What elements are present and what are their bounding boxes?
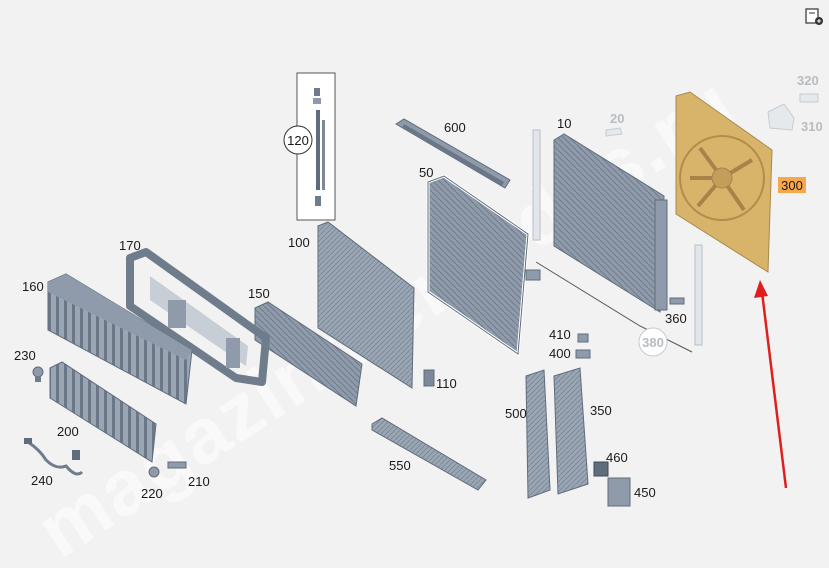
label-600: 600	[444, 120, 466, 135]
label-200: 200	[57, 424, 79, 439]
label-230: 230	[14, 348, 36, 363]
part-20-mount[interactable]	[605, 127, 623, 137]
label-360: 360	[665, 311, 687, 326]
part-460-actuator[interactable]	[593, 461, 609, 477]
label-310: 310	[801, 119, 823, 134]
part-310-bracket[interactable]	[767, 103, 795, 131]
callout-380[interactable]: 380	[638, 327, 668, 357]
label-100: 100	[288, 235, 310, 250]
label-320: 320	[797, 73, 819, 88]
label-550: 550	[389, 458, 411, 473]
part-300-fan-shroud[interactable]	[675, 91, 773, 273]
svg-text:300: 300	[781, 178, 803, 193]
label-170: 170	[119, 238, 141, 253]
part-tube-left	[532, 129, 541, 241]
part-50-condenser[interactable]	[426, 174, 541, 357]
label-500: 500	[505, 406, 527, 421]
label-150: 150	[248, 286, 270, 301]
svg-text:380: 380	[642, 335, 664, 350]
part-600-upper-bracket[interactable]	[395, 118, 511, 189]
part-500-air-duct-left[interactable]	[525, 369, 551, 499]
leader-380	[535, 261, 693, 353]
part-10-main-radiator[interactable]	[553, 133, 668, 313]
part-160-front-carrier[interactable]	[47, 273, 193, 405]
label-160: 160	[22, 279, 44, 294]
part-410-cap[interactable]	[577, 333, 589, 343]
part-550-lower-cover[interactable]	[371, 417, 487, 491]
part-360-bolt[interactable]	[669, 297, 685, 305]
part-210-bracket[interactable]	[167, 461, 187, 469]
label-220: 220	[141, 486, 163, 501]
callout-120[interactable]: 120	[283, 125, 313, 155]
part-200-air-shutter[interactable]	[49, 361, 157, 463]
part-320-clip[interactable]	[799, 93, 819, 103]
part-240-wiring-harness[interactable]	[24, 438, 84, 476]
part-tube-right	[694, 244, 703, 346]
label-450: 450	[634, 485, 656, 500]
callout-300[interactable]: 300	[778, 177, 806, 193]
part-220-bolt[interactable]	[148, 466, 160, 478]
part-450-sensor[interactable]	[607, 477, 631, 507]
part-350-air-duct-right[interactable]	[553, 367, 589, 495]
label-210: 210	[188, 474, 210, 489]
label-400: 400	[549, 346, 571, 361]
pointer-arrow	[754, 280, 788, 489]
document-export-icon[interactable]	[805, 8, 823, 25]
label-10: 10	[557, 116, 571, 131]
label-410: 410	[549, 327, 571, 342]
part-100-radiator[interactable]	[317, 221, 415, 389]
label-460: 460	[606, 450, 628, 465]
label-110: 110	[436, 376, 457, 391]
label-240: 240	[31, 473, 53, 488]
label-20: 20	[610, 111, 624, 126]
label-50: 50	[419, 165, 433, 180]
part-170-support-frame[interactable]	[126, 248, 270, 386]
part-110-valve[interactable]	[423, 369, 435, 387]
part-230-clip[interactable]	[32, 366, 44, 382]
svg-text:120: 120	[287, 133, 309, 148]
label-350: 350	[590, 403, 612, 418]
part-400-seal[interactable]	[575, 349, 591, 359]
